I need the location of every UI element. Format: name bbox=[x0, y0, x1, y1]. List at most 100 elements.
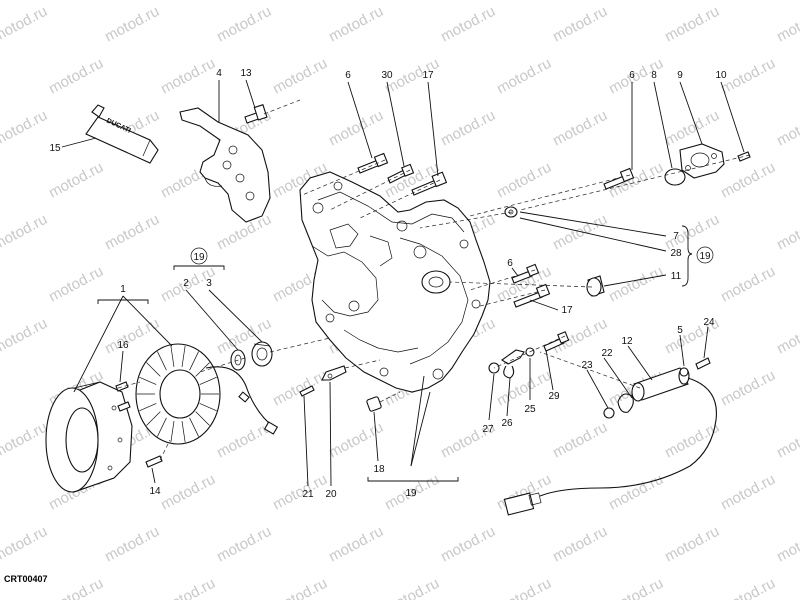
callout-23: 23 bbox=[581, 360, 593, 371]
watermark-text: motod.ru bbox=[214, 3, 274, 46]
stator-tooth bbox=[199, 403, 217, 412]
watermark-text: motod.ru bbox=[606, 575, 666, 600]
watermark-text: motod.ru bbox=[46, 159, 106, 202]
screw-14 bbox=[145, 455, 163, 468]
callout-26: 26 bbox=[501, 418, 513, 429]
callout-18: 18 bbox=[373, 464, 385, 475]
o-ring-8 bbox=[664, 168, 686, 186]
watermark-text: motod.ru bbox=[0, 419, 50, 462]
screw-24 bbox=[695, 357, 711, 370]
screw-21 bbox=[299, 385, 315, 397]
callout-2: 2 bbox=[183, 278, 189, 289]
callout-12: 12 bbox=[621, 336, 633, 347]
stator-tooth bbox=[170, 345, 175, 367]
watermark-text: motod.ru bbox=[550, 419, 610, 462]
clip-26 bbox=[501, 349, 525, 379]
bolt-13 bbox=[244, 104, 268, 124]
callout-8: 8 bbox=[651, 70, 657, 81]
callout-25: 25 bbox=[524, 404, 536, 415]
watermark-text: motod.ru bbox=[774, 419, 800, 462]
watermark-text: motod.ru bbox=[46, 575, 106, 600]
watermark-text: motod.ru bbox=[270, 471, 330, 514]
callout-5: 5 bbox=[677, 325, 683, 336]
watermark-text: motod.ru bbox=[662, 419, 722, 462]
callout-17: 17 bbox=[561, 305, 573, 316]
callout-16: 16 bbox=[117, 340, 129, 351]
callout-30: 30 bbox=[381, 70, 393, 81]
stator-tooth bbox=[170, 421, 175, 443]
callout-28: 28 bbox=[670, 248, 682, 259]
dowel-18 bbox=[366, 396, 382, 412]
group-brackets bbox=[97, 225, 693, 482]
watermark-text: motod.ru bbox=[0, 107, 50, 150]
callout-1: 1 bbox=[120, 284, 126, 295]
callout-14: 14 bbox=[149, 486, 161, 497]
assembly-lines bbox=[117, 99, 751, 461]
watermark-text: motod.ru bbox=[102, 211, 162, 254]
callout-13: 13 bbox=[240, 68, 252, 79]
watermark-text: motod.ru bbox=[158, 471, 218, 514]
stator-tooth bbox=[189, 417, 199, 437]
watermark-text: motod.ru bbox=[550, 523, 610, 566]
callout-19: 19 bbox=[405, 488, 417, 499]
callout-19: 19 bbox=[699, 251, 711, 262]
callout-6: 6 bbox=[629, 70, 635, 81]
callout-15: 15 bbox=[49, 143, 61, 154]
watermark-text: motod.ru bbox=[718, 367, 778, 410]
watermark-text: motod.ru bbox=[494, 575, 554, 600]
bolt-6-right bbox=[603, 167, 635, 190]
watermark-text: motod.ru bbox=[718, 55, 778, 98]
o-ring-23 bbox=[603, 407, 615, 419]
stator-tooth bbox=[139, 403, 157, 412]
watermark-text: motod.ru bbox=[270, 575, 330, 600]
watermark-text: motod.ru bbox=[774, 523, 800, 566]
watermark-text: motod.ru bbox=[158, 55, 218, 98]
screws-16 bbox=[115, 381, 131, 412]
leader-lines bbox=[61, 79, 745, 487]
watermark-text: motod.ru bbox=[158, 575, 218, 600]
watermark-text: motod.ru bbox=[46, 55, 106, 98]
callout-4: 4 bbox=[216, 68, 222, 79]
watermark-text: motod.ru bbox=[0, 3, 50, 46]
bracket-plate bbox=[179, 107, 271, 223]
watermark-text: motod.ru bbox=[494, 159, 554, 202]
watermark-text: motod.ru bbox=[438, 523, 498, 566]
watermark-text: motod.ru bbox=[606, 471, 666, 514]
callout-19: 19 bbox=[193, 252, 205, 263]
screw-10 bbox=[737, 151, 751, 162]
watermark-text: motod.ru bbox=[438, 3, 498, 46]
clamp-20 bbox=[321, 365, 347, 381]
watermark-text: motod.ru bbox=[774, 211, 800, 254]
watermark-text: motod.ru bbox=[718, 575, 778, 600]
watermark-text: motod.ru bbox=[550, 107, 610, 150]
callout-6: 6 bbox=[507, 258, 513, 269]
pickup-sensor-12 bbox=[503, 367, 717, 516]
bolts-middle bbox=[511, 263, 551, 308]
ring-22 bbox=[617, 393, 634, 413]
stator-tooth bbox=[189, 351, 199, 371]
callout-circle bbox=[190, 247, 208, 265]
callout-10: 10 bbox=[715, 70, 727, 81]
watermark-text: motod.ru bbox=[662, 3, 722, 46]
watermark-text: motod.ru bbox=[214, 419, 274, 462]
watermark-text: motod.ru bbox=[102, 3, 162, 46]
watermark-text: motod.ru bbox=[662, 107, 722, 150]
callout-29: 29 bbox=[548, 391, 560, 402]
watermark-text: motod.ru bbox=[718, 159, 778, 202]
bearing-3 bbox=[251, 341, 273, 367]
stator-tooth bbox=[199, 376, 217, 385]
watermark-text: motod.ru bbox=[718, 263, 778, 306]
stator-tooth bbox=[146, 411, 161, 426]
watermark-text: motod.ru bbox=[102, 523, 162, 566]
stator-tooth bbox=[157, 351, 167, 371]
watermark-text: motod.ru bbox=[326, 3, 386, 46]
callout-6: 6 bbox=[345, 70, 351, 81]
watermark-text: motod.ru bbox=[270, 55, 330, 98]
flywheel-rotor bbox=[45, 381, 133, 493]
stator-16 bbox=[135, 343, 279, 445]
stator-tooth bbox=[139, 376, 157, 385]
callout-21: 21 bbox=[302, 489, 314, 500]
watermark-text: motod.ru bbox=[774, 315, 800, 358]
stator-tooth bbox=[195, 362, 210, 377]
